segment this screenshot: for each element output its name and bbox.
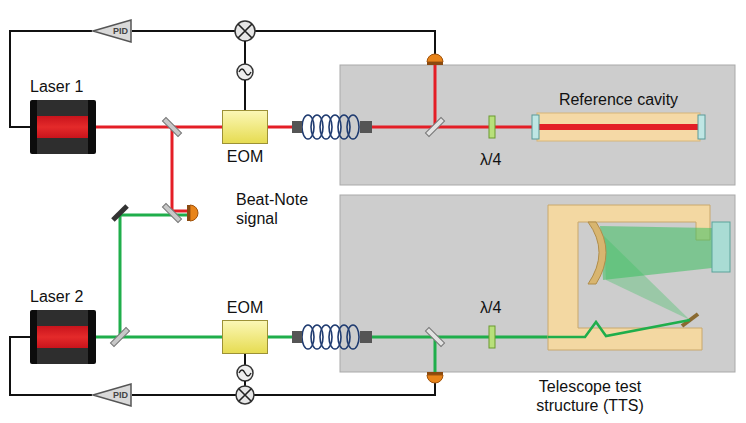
mirror-symbol (111, 204, 129, 222)
laser-source: Laser 1 (30, 100, 96, 154)
signal-wire (244, 354, 246, 365)
signal-wire (255, 31, 435, 54)
node-label: Telescope test structure (TTS) (512, 377, 668, 415)
laser-source: Laser 2 (30, 310, 96, 364)
primary-mirror (588, 222, 606, 284)
node-label: PID (113, 26, 128, 36)
laser-beam (120, 215, 190, 337)
laser-beam (548, 320, 690, 337)
mixer-symbol (238, 24, 252, 38)
optical-fiber (347, 115, 359, 139)
beam-splitter (162, 203, 181, 222)
laser-beam (539, 124, 698, 130)
fiber-connector (360, 331, 372, 343)
reference-cavity: Reference cavity (537, 113, 700, 141)
node-label: Laser 2 (30, 287, 83, 306)
pid-controller: PID (92, 19, 132, 43)
oscillator-symbol (239, 370, 251, 376)
waveplate-symbol (489, 326, 495, 348)
beam-splitter (425, 327, 444, 346)
cavity-mirror (532, 115, 539, 139)
signal-wire (244, 80, 246, 110)
node-label: EOM (227, 147, 263, 166)
waveplate-symbol (489, 116, 495, 138)
signal-wire (244, 41, 246, 64)
optical-fiber (347, 325, 359, 349)
laser-beam (96, 126, 222, 129)
vacuum-panel: Telescope test structure (TTS) (340, 195, 735, 372)
node-label: PID (113, 390, 128, 400)
photodiode-symbol (427, 62, 443, 65)
node-label: Reference cavity (559, 90, 678, 109)
vacuum-panel-fill (340, 195, 735, 372)
beam-splitter (425, 117, 444, 136)
vacuum-panel (340, 65, 735, 185)
laser-beam (171, 127, 174, 211)
beam-splitter (110, 327, 129, 346)
oscillator-symbol (239, 69, 251, 75)
beam-splitter (425, 117, 444, 136)
node-label: Laser 1 (30, 77, 83, 96)
component-label: λ/4 (480, 298, 501, 317)
beam-splitter (425, 327, 444, 346)
cavity-mirror (698, 115, 705, 139)
component-label: λ/4 (480, 150, 501, 169)
pid-triangle (93, 20, 131, 42)
beam-splitter (162, 117, 181, 136)
optical-fiber (302, 325, 359, 349)
pid-triangle (93, 384, 131, 406)
oscillator-symbol (237, 64, 253, 80)
reference-cavity-fill (537, 113, 700, 141)
beam-splitter (162, 203, 181, 222)
fiber-connector (292, 331, 302, 343)
signal-wire (254, 383, 435, 395)
fiber-connector (360, 121, 372, 133)
laser-beam (434, 65, 437, 127)
photodiode-symbol (190, 205, 198, 221)
beam-splitter (162, 117, 181, 136)
signal-wire (132, 30, 235, 32)
photodiode-symbol (427, 375, 443, 383)
mixer-symbol (239, 389, 251, 401)
mixer-symbol (236, 386, 254, 404)
beam-splitter (110, 327, 129, 346)
optical-fiber (302, 115, 359, 139)
photodiode-symbol (427, 54, 443, 62)
oscillator-symbol (237, 365, 253, 381)
node-label: EOM (227, 298, 263, 317)
eom-modulator: EOM (222, 320, 268, 354)
eom-modulator: EOM (222, 110, 268, 144)
signal-label: Beat-Note signal (236, 190, 318, 228)
light-cone (604, 236, 690, 320)
secondary-mirror (712, 222, 730, 272)
fiber-connector (292, 121, 302, 133)
photodiode-symbol (187, 205, 190, 221)
pid-controller: PID (92, 383, 132, 407)
signal-wire (132, 394, 236, 396)
mixer-symbol (235, 21, 255, 41)
mirror-symbol (111, 204, 129, 222)
